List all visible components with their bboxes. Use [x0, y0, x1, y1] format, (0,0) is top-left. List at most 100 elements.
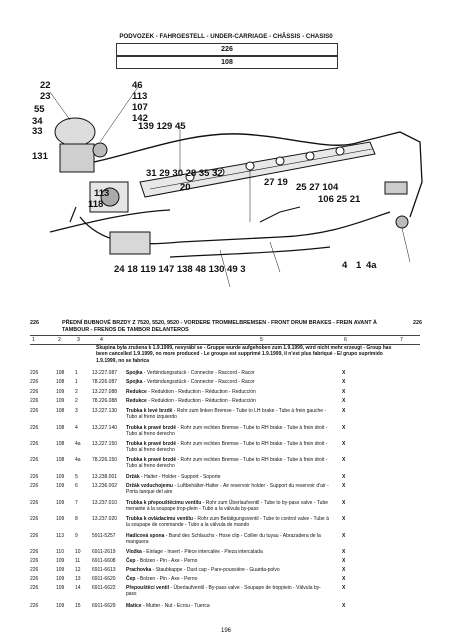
- cell-position: 15: [75, 603, 81, 609]
- part-name: Trubka k levé brzdě: [126, 408, 173, 414]
- cell-applicability-mark: X: [342, 425, 346, 431]
- brake-tube: [49, 209, 171, 233]
- ref-label: 23: [40, 91, 51, 102]
- part-name: Redukce: [126, 398, 147, 404]
- ref-label: 1: [356, 260, 362, 271]
- cell-subgroup: 110: [56, 549, 64, 555]
- ref-label: 27 19: [264, 177, 288, 188]
- part-description: - Verbindungsstück - Connector - Raccord…: [142, 370, 255, 376]
- part-description: - Reduktion - Reduction - Réduction - Re…: [146, 398, 256, 404]
- ref-label: 4: [342, 260, 348, 271]
- cell-position: 11: [75, 558, 81, 564]
- brake-hose: [93, 133, 361, 163]
- cell-description: Matice - Mutter - Nut - Ecrou - Tuerca: [126, 603, 331, 609]
- cell-description: Držák vzduchojemu - Luftbehälter-Halter …: [126, 483, 331, 495]
- cell-description: Hadicová spona - Band des Schlauchs - Ho…: [126, 533, 331, 545]
- cell-group: 226: [30, 567, 39, 573]
- brake-valve-body: [54, 117, 96, 147]
- ref-label: 25 27 104: [296, 182, 339, 193]
- cell-group: 226: [30, 379, 39, 385]
- part-description: - Halter - Holder - Support - Soporte: [139, 474, 221, 480]
- cell-description: Trubka k ovládacímu ventilu - Rohr zum B…: [126, 516, 331, 528]
- part-name: Držák vzduchojemu: [126, 483, 173, 489]
- cell-part-number: 13.227.140: [92, 425, 118, 431]
- cell-applicability-mark: X: [342, 457, 346, 463]
- cell-position: 1: [75, 370, 78, 376]
- cell-part-number: 78.226.087: [92, 379, 118, 385]
- cell-part-number: 78.226.088: [92, 398, 118, 404]
- cell-position: 2: [75, 398, 78, 404]
- ref-label: 131: [32, 151, 49, 162]
- column-header: 7: [400, 337, 403, 343]
- cell-group: 226: [30, 398, 39, 404]
- left-brake-tube: [79, 211, 391, 245]
- ref-label: 31 29 30 28 35 32: [146, 168, 223, 179]
- cell-part-number: 6911-6620: [92, 576, 116, 582]
- ref-label: 118: [88, 199, 103, 210]
- cell-group: 226: [30, 474, 39, 480]
- ref-label: 139 129 45: [138, 121, 186, 132]
- cell-applicability-mark: X: [342, 370, 346, 376]
- part-name: Trubka k pravé brzdě: [126, 457, 177, 463]
- cell-description: Redukce - Reduktion - Reduction - Réduct…: [126, 389, 331, 395]
- section-page-ref: 226: [413, 320, 422, 326]
- cell-group: 226: [30, 516, 39, 522]
- cell-position: 4a: [75, 441, 81, 447]
- cell-subgroup: 108: [56, 457, 65, 463]
- cell-subgroup: 109: [56, 558, 65, 564]
- cell-applicability-mark: X: [342, 585, 346, 591]
- ref-label: 20: [180, 182, 191, 193]
- cell-part-number: 13.227.087: [92, 370, 118, 376]
- section-number: 226: [30, 320, 39, 326]
- cell-subgroup: 108: [56, 370, 65, 376]
- ref-label: 107: [132, 102, 148, 113]
- part-name: Spojka: [126, 370, 143, 376]
- cell-subgroup: 113: [56, 533, 64, 539]
- part-description: - Rohr zum rechten Bremse - Tube to RH b…: [126, 457, 328, 470]
- part-description: - Rohr zum rechten Bremse - Tube to RH b…: [126, 441, 328, 454]
- cell-subgroup: 109: [56, 516, 65, 522]
- part-name: Přepouštěcí ventil: [126, 585, 170, 591]
- cell-applicability-mark: X: [342, 603, 346, 609]
- part-description: - Bolzen - Pin - Axe - Perno: [135, 576, 198, 582]
- part-name: Prachovka: [126, 567, 152, 573]
- cell-position: 13: [75, 576, 81, 582]
- cell-position: 2: [75, 389, 78, 395]
- cell-subgroup: 109: [56, 567, 65, 573]
- part-name: Trubka k přepouštěcímu ventilu: [126, 500, 202, 506]
- part-name: Držák: [126, 474, 140, 480]
- part-name: Trubka k ovládacímu ventilu: [126, 516, 193, 522]
- exploded-parts-diagram: 22 23 46 113 107 142 55 34 33 139 129 45…: [32, 80, 423, 288]
- part-description: - Band des Schlauchs - Hose clip - Colli…: [126, 533, 321, 546]
- part-description: - Rohr zum linken Bremse - Tube to LH br…: [126, 408, 327, 421]
- cell-subgroup: 109: [56, 500, 65, 506]
- cell-position: 14: [75, 585, 81, 591]
- cell-part-number: 78.226.150: [92, 457, 118, 463]
- cell-description: Trubka k přepouštěcímu ventilu - Rohr zu…: [126, 500, 331, 512]
- cell-applicability-mark: X: [342, 558, 346, 564]
- column-header-row: 1 2 3 4 5 6 7: [30, 335, 420, 345]
- part-name: Čep: [126, 558, 136, 564]
- ref-label: 55: [34, 104, 45, 115]
- cell-applicability-mark: X: [342, 379, 346, 385]
- cell-part-number: 13.227.130: [92, 408, 118, 414]
- column-header: 6: [344, 337, 347, 343]
- cell-subgroup: 109: [56, 603, 65, 609]
- cell-position: 5: [75, 474, 78, 480]
- part-name: Spojka: [126, 379, 143, 385]
- cell-applicability-mark: X: [342, 576, 346, 582]
- cell-subgroup: 109: [56, 576, 65, 582]
- cell-description: Trubka k pravé brzdě - Rohr zum rechten …: [126, 441, 331, 453]
- cell-applicability-mark: X: [342, 389, 346, 395]
- cell-subgroup: 109: [56, 474, 65, 480]
- cell-part-number: 13.237.020: [92, 516, 118, 522]
- cell-part-number: 5911-5257: [92, 533, 116, 539]
- cell-group: 226: [30, 408, 39, 414]
- page-title: PODVOZEK - FAHRGESTELL - UNDER-CARRIAGE …: [119, 33, 333, 40]
- part-name: Čep: [126, 576, 136, 582]
- part-name: Redukce: [126, 389, 147, 395]
- cell-group: 226: [30, 533, 39, 539]
- cell-part-number: 13.238.001: [92, 474, 118, 480]
- cell-position: 4: [75, 425, 78, 431]
- cell-applicability-mark: X: [342, 533, 346, 539]
